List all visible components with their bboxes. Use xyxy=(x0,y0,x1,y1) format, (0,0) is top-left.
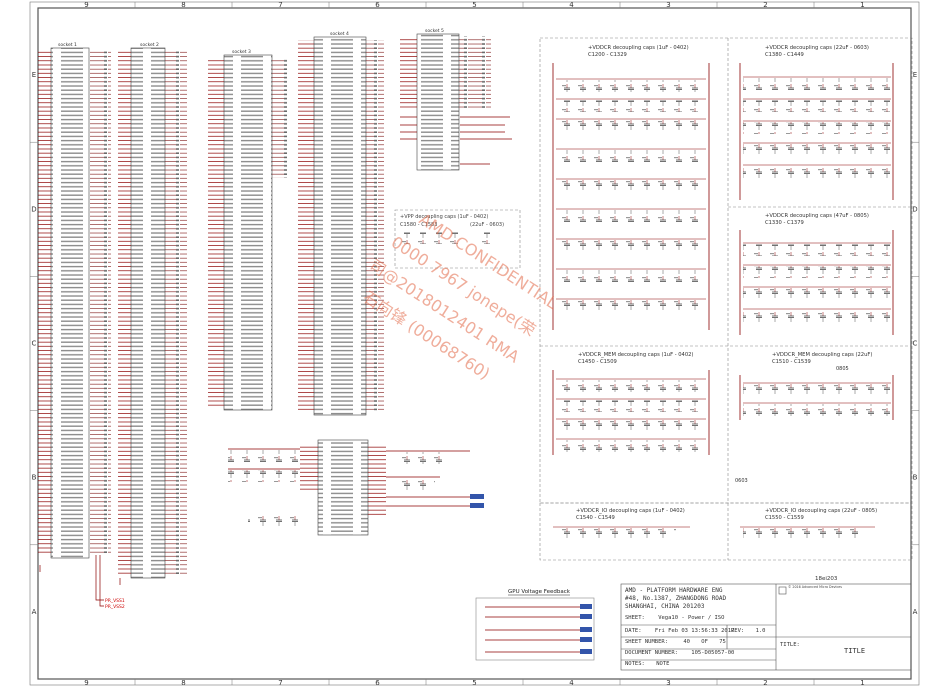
column-label-bottom: 4 xyxy=(569,679,574,687)
caps-panel-0-range: C1200 - C1329 xyxy=(588,52,627,58)
row-label-right: A xyxy=(913,608,918,616)
gpu-voltage-feedback-block: GPU Voltage Feedback xyxy=(475,589,595,661)
column-label-top: 9 xyxy=(84,1,88,9)
caps-panel-6-range: C1550 - C1559 xyxy=(765,515,804,521)
caps-panel-3-title: +VDDCR_MEM decoupling caps (1uF - 0402) xyxy=(578,352,693,358)
caps-panel-io-22uf: +VDDCR_IO decoupling caps (22uF - 0805) … xyxy=(740,508,877,540)
u3-label: socket 3 xyxy=(232,49,251,55)
caps-panel-4-title: +VDDCR_MEM decoupling caps (22uF) xyxy=(772,352,872,358)
row-label-right: E xyxy=(913,71,917,79)
caps-panel-5-range: C1540 - C1549 xyxy=(576,515,615,521)
vpp-decoupling-panel: +VPP decoupling caps (1uF - 0402) C1580 … xyxy=(394,209,521,269)
caps-panel-io-1uf: +VDDCR_IO decoupling caps (1uF - 0402) C… xyxy=(553,508,690,540)
row-label-left: D xyxy=(31,205,36,213)
column-label-bottom: 8 xyxy=(181,679,185,687)
caps-panel-vddcr-1uf: +VDDCR decoupling caps (1uF - 0402) C120… xyxy=(552,45,710,330)
socket-block-u4: socket 4 xyxy=(298,31,384,416)
column-label-top: 1 xyxy=(860,1,864,9)
confidential-watermark: AMD CONFIDENTIAL 0000 7967 jonepe(荣 司@20… xyxy=(360,209,561,383)
row-label-right: C xyxy=(913,340,918,348)
column-label-bottom: 2 xyxy=(763,679,767,687)
sheet-id-tag: 18ei203 xyxy=(815,576,838,582)
caps-panel-6-title: +VDDCR_IO decoupling caps (22uF - 0805) xyxy=(765,508,877,514)
column-label-top: 6 xyxy=(375,1,380,9)
socket-block-u1: socket 1 xyxy=(38,42,111,559)
column-label-bottom: 1 xyxy=(860,679,864,687)
size-note-0805: 0805 xyxy=(836,366,849,372)
column-label-top: 2 xyxy=(763,1,767,9)
column-label-top: 3 xyxy=(666,1,670,9)
u1-label: socket 1 xyxy=(58,42,77,48)
caps-panel-2-title: +VDDCR decoupling caps (47uF - 0805) xyxy=(765,213,869,219)
u4-label: socket 4 xyxy=(330,31,349,37)
row-label-right: D xyxy=(912,205,917,213)
caps-panel-vddcr-47uf: +VDDCR decoupling caps (47uF - 0805) C13… xyxy=(739,213,894,335)
socket-block-u5: socket 5 xyxy=(400,28,512,171)
column-label-top: 4 xyxy=(569,1,574,9)
caps-panel-5-title: +VDDCR_IO decoupling caps (1uF - 0402) xyxy=(576,508,685,514)
caps-panel-1-range: C1380 - C1449 xyxy=(765,52,804,58)
caps-panel-0-title: +VDDCR decoupling caps (1uF - 0402) xyxy=(588,45,689,51)
caps-panel-mem-22uf: +VDDCR_MEM decoupling caps (22uF) C1510 … xyxy=(735,352,894,484)
column-label-bottom: 9 xyxy=(84,679,88,687)
vpp-panel-range: C1580 - C1583 xyxy=(400,222,437,228)
caps-panel-3-range: C1450 - C1509 xyxy=(578,359,617,365)
socket-block-u3: socket 3 xyxy=(208,49,288,411)
left-block-bottom-wires xyxy=(39,555,121,607)
row-label-left: A xyxy=(32,608,37,616)
column-label-top: 5 xyxy=(472,1,476,9)
row-labels-right: E D C B A xyxy=(912,71,917,616)
caps-panel-4-range: C1510 - C1539 xyxy=(772,359,811,365)
column-label-top: 8 xyxy=(181,1,185,9)
power-feedback-circuit xyxy=(228,439,484,536)
net-label-vss1: PR_VSS1 xyxy=(105,598,125,604)
row-label-left: E xyxy=(32,71,36,79)
feedback-title: GPU Voltage Feedback xyxy=(508,589,571,595)
row-label-right: B xyxy=(913,474,918,482)
column-label-bottom: 3 xyxy=(666,679,670,687)
column-label-top: 7 xyxy=(278,1,282,9)
caps-panel-2-range: C1330 - C1379 xyxy=(765,220,804,226)
column-labels-top: 9 8 7 6 5 4 3 2 1 xyxy=(84,1,864,9)
vpp-panel-note: (22uF - 0603) xyxy=(470,222,504,228)
size-note-0603: 0603 xyxy=(735,478,748,484)
row-labels-left: E D C B A xyxy=(31,71,36,616)
caps-panel-vddcr-22uf: +VDDCR decoupling caps (22uF - 0603) C13… xyxy=(739,45,894,200)
row-label-left: C xyxy=(32,340,37,348)
net-label-vss2: PR_VSS2 xyxy=(105,604,125,610)
caps-region xyxy=(539,37,913,561)
row-label-left: B xyxy=(32,474,37,482)
socket-block-u2: socket 2 xyxy=(118,42,187,579)
vpp-panel-title: +VPP decoupling caps (1uF - 0402) xyxy=(400,214,488,220)
caps-panel-mem-1uf: +VDDCR_MEM decoupling caps (1uF - 0402) … xyxy=(552,352,710,455)
caps-panel-1-title: +VDDCR decoupling caps (22uF - 0603) xyxy=(765,45,869,51)
title-block-frame xyxy=(620,583,912,671)
u5-label: socket 5 xyxy=(425,28,444,34)
column-labels-bottom: 9 8 7 6 5 4 3 2 1 xyxy=(84,679,864,687)
column-label-bottom: 6 xyxy=(375,679,380,687)
u2-label: socket 2 xyxy=(140,42,159,48)
column-label-bottom: 7 xyxy=(278,679,282,687)
column-label-bottom: 5 xyxy=(472,679,476,687)
